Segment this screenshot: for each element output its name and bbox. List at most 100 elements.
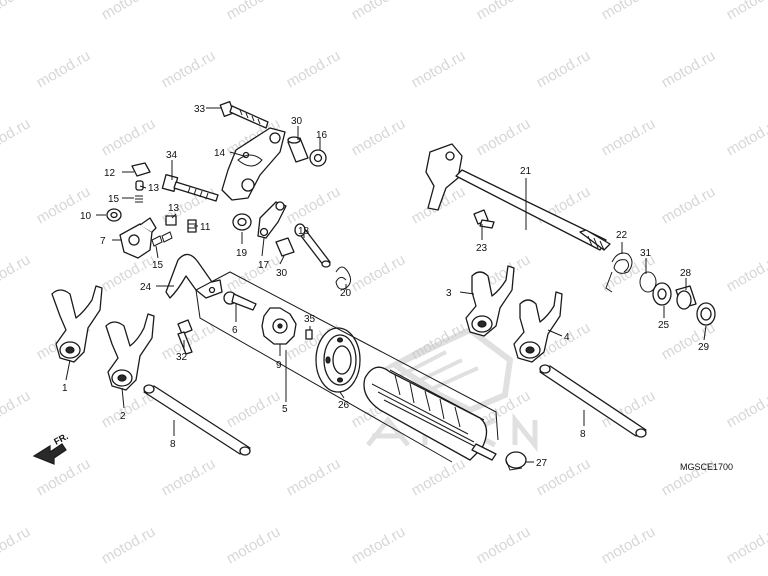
part-5-bracket [195,271,499,463]
watermark-text-58: motod.ru [224,523,284,567]
watermark-text-17: motod.ru [349,115,409,159]
diagram-code: MGSCE1700 [680,462,733,472]
callout-7: 7 [100,236,106,247]
callout-16: 16 [316,130,328,141]
watermark-text-62: motod.ru [724,523,768,567]
part-26-bearing[interactable] [315,327,361,393]
watermark-text-44: motod.ru [224,387,284,431]
callout-27: 27 [536,458,548,469]
callout-11: 11 [200,222,211,233]
watermark-text-34: motod.ru [724,251,768,295]
callout-30-upper: 30 [291,116,303,127]
part-15-spring-upper[interactable] [135,195,143,203]
watermark-text-6: motod.ru [724,0,768,23]
part-20-spring[interactable] [335,266,352,290]
watermark-text-0: motod.ru [0,0,33,23]
watermark-text-5: motod.ru [599,0,659,23]
part-11-spring[interactable] [187,219,197,233]
watermark-text-52: motod.ru [409,455,469,499]
watermark-text-15: motod.ru [99,115,159,159]
watermark-text-8: motod.ru [159,47,219,91]
callout-25: 25 [658,320,670,331]
callout-19: 19 [236,248,248,259]
callout-26: 26 [338,400,350,411]
part-23-bolt[interactable] [473,209,495,229]
part-19-washer[interactable] [232,213,252,231]
callout-4: 4 [564,332,570,343]
callout-1: 1 [62,383,68,394]
watermark-text-56: motod.ru [0,523,33,567]
part-35-pin[interactable] [305,329,313,340]
watermark-text-4: motod.ru [474,0,534,23]
part-9-drum-center[interactable] [261,307,297,345]
watermark-text-12: motod.ru [659,47,719,91]
callout-23: 23 [476,243,488,254]
part-15-spring-lower[interactable] [151,231,173,247]
part-13-pin-upper[interactable] [135,180,144,191]
watermark-text-23: motod.ru [284,183,344,227]
part-17-stopper-arm[interactable] [257,201,287,239]
part-22-return-spring[interactable] [605,252,633,293]
part-30-collar-upper[interactable] [287,136,309,163]
callout-2: 2 [120,411,126,422]
callout-10: 10 [80,211,92,222]
watermark-text-18: motod.ru [474,115,534,159]
callout-12: 12 [104,168,116,179]
part-3-shift-fork[interactable] [465,265,515,337]
callout-6: 6 [232,325,238,336]
callout-9: 9 [276,360,282,371]
part-8-fork-shaft-left[interactable] [143,384,251,456]
callout-3: 3 [446,288,452,299]
watermark-text-61: motod.ru [599,523,659,567]
callout-8-left: 8 [170,439,176,450]
watermark-text-7: motod.ru [34,47,94,91]
part-31-circlip[interactable] [639,271,657,293]
watermark-text-14: motod.ru [0,115,33,159]
callout-22: 22 [616,230,628,241]
part-29-oil-seal[interactable] [696,302,716,326]
part-14-stopper-plate[interactable] [221,127,286,201]
watermark-text-10: motod.ru [409,47,469,91]
callout-15-lower: 15 [152,260,164,271]
part-2-shift-fork[interactable] [105,313,155,391]
part-21-gearshift-spindle[interactable] [425,143,611,251]
callout-18: 18 [298,226,310,237]
callout-8-right: 8 [580,429,586,440]
watermark-text-49: motod.ru [34,455,94,499]
callout-21: 21 [520,166,532,177]
watermark-text-2: motod.ru [224,0,284,23]
part-27-needle-bearing[interactable] [505,451,527,471]
part-25-washer[interactable] [652,282,672,306]
part-16-bushing-upper[interactable] [309,149,327,167]
part-7-shift-arm[interactable] [119,217,157,259]
watermark-text-60: motod.ru [474,523,534,567]
part-8-fork-shaft-right[interactable] [539,364,647,438]
leader-lines [65,107,707,463]
callout-20: 20 [340,288,352,299]
part-33-bolt[interactable] [219,101,269,129]
watermark-text-42: motod.ru [0,387,33,431]
watermark-text-20: motod.ru [724,115,768,159]
watermark-text-57: motod.ru [99,523,159,567]
part-6-bolt[interactable] [223,291,257,311]
callout-32: 32 [176,352,188,363]
part-1-shift-fork[interactable] [51,285,103,363]
part-13-pin-lower[interactable] [165,215,177,226]
part-4-shift-fork[interactable] [513,291,563,363]
callout-13-lower: 13 [168,203,180,214]
part-24-guide-plate[interactable] [165,253,223,299]
part-10-washer[interactable] [106,208,122,222]
part-12-cap[interactable] [131,162,151,177]
part-32-bolt[interactable] [177,319,193,355]
part-34-bolt[interactable] [161,174,219,202]
part-28-bushing[interactable] [675,285,697,310]
part-30-collar-lower[interactable] [275,237,295,257]
callout-24: 24 [140,282,152,293]
part-18-bolt[interactable] [294,223,331,268]
callout-31: 31 [640,248,652,259]
shift-drum[interactable] [363,366,497,461]
watermark-text-51: motod.ru [284,455,344,499]
